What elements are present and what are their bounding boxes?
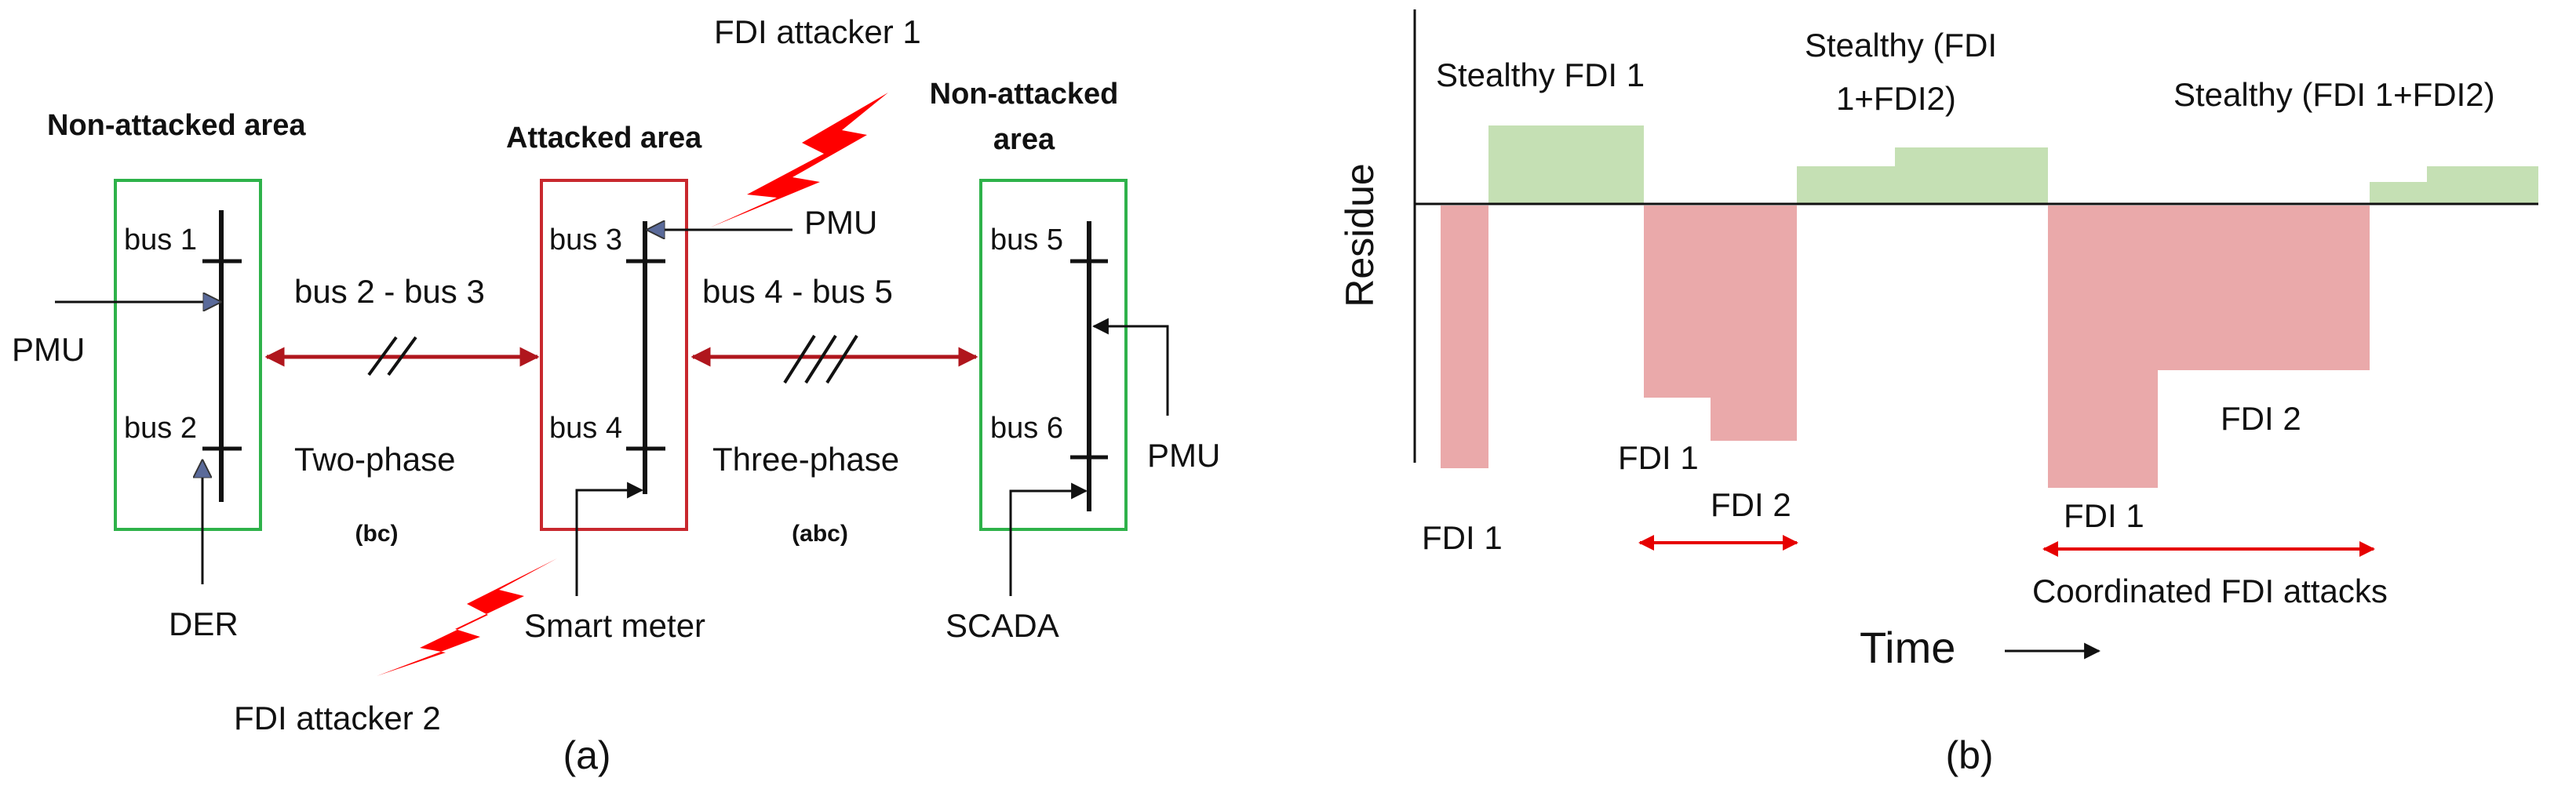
panel-b: Residue Time Stealthy FDI 1 Stealthy (FD… bbox=[1338, 9, 2538, 777]
two-phase-label: Two-phase bbox=[294, 441, 455, 478]
phase-hash-2 bbox=[387, 336, 417, 376]
y-axis-label: Residue bbox=[1338, 163, 1382, 307]
bus5-label: bus 5 bbox=[990, 224, 1063, 256]
stealthy2-label-line2: 1+FDI2) bbox=[1836, 80, 1956, 117]
phase-hash-3 bbox=[783, 334, 816, 384]
bus2-label: bus 2 bbox=[124, 412, 197, 445]
stealthy1-label: Stealthy FDI 1 bbox=[1436, 56, 1645, 93]
stealthy-bar-3a bbox=[2370, 182, 2427, 204]
left-area-box bbox=[114, 179, 262, 531]
caption-a: (a) bbox=[563, 733, 610, 777]
right-area-title-line1: Non-attacked bbox=[930, 78, 1119, 111]
bus1-label: bus 1 bbox=[124, 224, 197, 256]
line-bus2-bus3-label: bus 2 - bus 3 bbox=[294, 273, 485, 310]
phase-hash-5 bbox=[825, 334, 858, 384]
fdi2-label-b: FDI 2 bbox=[1711, 486, 1791, 523]
stealthy-bar-2a bbox=[1797, 166, 1895, 204]
three-phase-label: Three-phase bbox=[712, 441, 899, 478]
bus6-label: bus 6 bbox=[990, 412, 1063, 445]
bus4-label: bus 4 bbox=[549, 412, 622, 445]
two-phase-code: (bc) bbox=[355, 521, 399, 547]
pmu-attacked-label: PMU bbox=[804, 204, 877, 241]
coordinated-label: Coordinated FDI attacks bbox=[2032, 573, 2388, 609]
fdi1-bar-a bbox=[1441, 205, 1488, 468]
three-phase-code: (abc) bbox=[792, 521, 848, 547]
x-axis-label: Time bbox=[1860, 623, 1955, 672]
phase-hash-1 bbox=[367, 336, 398, 376]
pmu-right-label: PMU bbox=[1147, 437, 1220, 474]
fdi1-bar-c bbox=[2048, 205, 2158, 488]
smart-meter-label: Smart meter bbox=[524, 607, 705, 644]
attacker1-label: FDI attacker 1 bbox=[714, 13, 921, 50]
smart-meter-arrow bbox=[575, 482, 644, 596]
fdi1-bar-b bbox=[1644, 205, 1711, 398]
stealthy-bar-3b bbox=[2427, 166, 2538, 204]
right-area-box bbox=[979, 179, 1128, 531]
scada-arrow bbox=[1009, 482, 1088, 596]
attacker2-label: FDI attacker 2 bbox=[234, 700, 441, 736]
lightning-icon-attacker1 bbox=[710, 93, 888, 227]
fdi2-label-c: FDI 2 bbox=[2221, 400, 2301, 437]
attacked-area-title: Attacked area bbox=[506, 122, 702, 155]
stealthy2-label-line1: Stealthy (FDI bbox=[1805, 27, 1997, 64]
right-area-title-line2: area bbox=[993, 123, 1055, 156]
bus3-label: bus 3 bbox=[549, 224, 622, 256]
der-label: DER bbox=[169, 605, 239, 642]
panel-a: Non-attacked area Attacked area Non-atta… bbox=[12, 13, 1220, 777]
phase-hash-4 bbox=[804, 334, 837, 384]
pmu-left-label: PMU bbox=[12, 331, 85, 368]
fdi2-bar-c bbox=[2158, 205, 2370, 370]
fdi1-label-a: FDI 1 bbox=[1422, 519, 1503, 556]
pmu-right-arrow bbox=[1091, 318, 1169, 416]
caption-b: (b) bbox=[1945, 733, 1993, 777]
attacked-area-box bbox=[540, 179, 688, 531]
left-area-title: Non-attacked area bbox=[47, 109, 306, 142]
fdi2-bar-b bbox=[1711, 205, 1797, 441]
scada-label: SCADA bbox=[946, 607, 1059, 644]
fdi1-label-c: FDI 1 bbox=[2064, 497, 2144, 534]
stealthy3-label: Stealthy (FDI 1+FDI2) bbox=[2173, 76, 2495, 113]
stealthy-bar-2b bbox=[1895, 147, 2048, 204]
fdi1-label-b: FDI 1 bbox=[1618, 439, 1699, 476]
line-bus4-bus5-label: bus 4 - bus 5 bbox=[702, 273, 893, 310]
stealthy-bar-1 bbox=[1488, 125, 1644, 204]
